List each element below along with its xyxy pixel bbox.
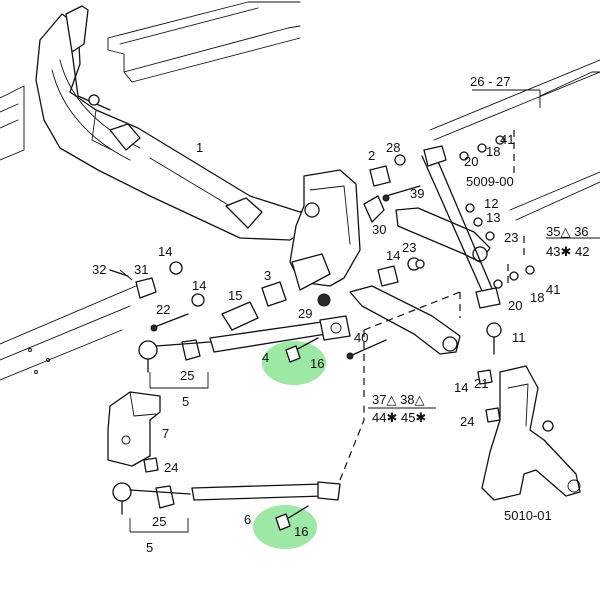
callout-labels: 1 2 3 4 5 5 6 7 11 12 13 14 14 14 14 15 … [92,132,560,555]
center-bracket [289,169,385,307]
tie-rod-lower [191,481,341,501]
ball-joint-11 [486,322,502,355]
leader-lines [119,89,600,533]
callout-41-b: 41 [546,282,560,297]
ref-5009-00: 5009-00 [466,174,514,189]
callout-41-a: 41 [500,132,514,147]
nut-24-left [143,457,159,473]
callout-12: 12 [484,196,498,211]
bolt-22 [150,313,189,332]
tie-rod-upper [209,315,351,353]
nut-31 [135,277,157,299]
frame-rail-top [107,1,301,83]
callout-23-a: 23 [402,240,416,255]
ref-35-36: 35△ 36 [546,224,589,239]
reference-labels: 26 - 27 5009-00 5010-01 35△ 36 43✱ 42 37… [372,74,589,523]
highlight-bolt-16-upper [262,341,326,385]
callout-21: 21 [474,376,488,391]
callout-6: 6 [244,512,251,527]
callout-31: 31 [134,262,148,277]
callout-24-b: 24 [460,414,474,429]
bushing-3-right [377,265,399,287]
ref-37-38: 37△ 38△ [372,392,425,407]
callout-14-a: 14 [158,244,172,259]
bolt-16-lower [275,505,309,531]
callout-18-b: 18 [530,290,544,305]
callout-22: 22 [156,302,170,317]
callout-3: 3 [264,268,271,283]
callout-40: 40 [354,330,368,345]
frame-rail-right [429,59,600,221]
callout-4: 4 [262,350,269,365]
pivot-rod [421,145,501,309]
nut-21 [477,369,493,385]
axle-beam [35,13,321,241]
pin-32 [109,269,129,277]
callout-20-a: 20 [464,154,478,169]
callout-23-b: 23 [504,230,518,245]
callout-2: 2 [368,148,375,163]
ball-joint-5-upper [138,339,211,373]
callout-14-c: 14 [386,248,400,263]
callout-14-d: 14 [454,380,468,395]
ref-26-27: 26 - 27 [470,74,510,89]
callout-14-b: 14 [192,278,206,293]
callout-15: 15 [228,288,242,303]
callout-5-lower: 5 [146,540,153,555]
callout-25-a: 25 [180,368,194,383]
sleeve-15 [221,301,259,331]
frame-rail-left [0,85,151,381]
callout-24-a: 24 [164,460,178,475]
small-hardware-right [415,135,535,289]
steering-knuckle [481,365,581,501]
bracket-7 [107,391,161,467]
nut-24-right [485,407,501,423]
ref-5010-01: 5010-01 [504,508,552,523]
spring-bracket [65,5,111,111]
callout-11: 11 [512,330,526,345]
washer-28 [394,154,406,166]
callout-5-upper: 5 [182,394,189,409]
callout-16-upper: 16 [310,356,324,371]
callout-16-lower: 16 [294,524,308,539]
callout-32: 32 [92,262,106,277]
callout-13: 13 [486,210,500,225]
callout-20-b: 20 [508,298,522,313]
callout-25-b: 25 [152,514,166,529]
ref-44-45: 44✱ 45✱ [372,410,426,425]
ball-joint-5-lower [112,482,191,515]
bolt-16-upper [285,337,319,363]
callout-28: 28 [386,140,400,155]
callout-39: 39 [410,186,424,201]
callout-7: 7 [162,426,169,441]
ref-43-42: 43✱ 42 [546,244,589,259]
callout-1: 1 [196,140,203,155]
callout-18-a: 18 [486,144,500,159]
bushing-3 [261,281,287,307]
callout-29: 29 [298,306,312,321]
callout-30: 30 [372,222,386,237]
bolt-40 [346,339,387,360]
steering-arm-lower [349,285,461,355]
bushing-2 [369,165,391,187]
reference-dash-lines [339,130,525,481]
